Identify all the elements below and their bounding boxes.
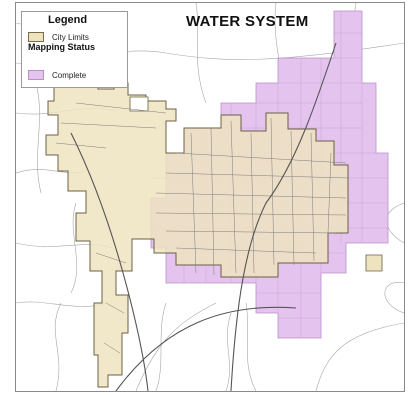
city-limits-boundary[interactable] xyxy=(45,80,349,388)
legend: Legend City Limits Mapping Status Comple… xyxy=(21,11,128,88)
map-frame: WATER SYSTEM Legend City Limits Mapping … xyxy=(15,2,405,392)
city-streets xyxy=(55,102,349,354)
legend-label-city-limits: City Limits xyxy=(52,32,89,42)
city-limits-swatch xyxy=(28,32,44,42)
legend-label-complete: Complete xyxy=(52,70,87,80)
legend-status-heading: Mapping Status xyxy=(28,42,95,52)
legend-item-complete: Complete xyxy=(28,70,86,80)
city-limits-enclave[interactable] xyxy=(129,96,149,112)
legend-title: Legend xyxy=(48,14,88,26)
legend-item-city-limits: City Limits xyxy=(28,32,89,42)
highways xyxy=(70,42,337,391)
map-title: WATER SYSTEM xyxy=(186,13,309,30)
city-limits-east-parcel[interactable] xyxy=(365,254,383,272)
complete-swatch xyxy=(28,70,44,80)
water-system-map[interactable] xyxy=(16,3,404,391)
